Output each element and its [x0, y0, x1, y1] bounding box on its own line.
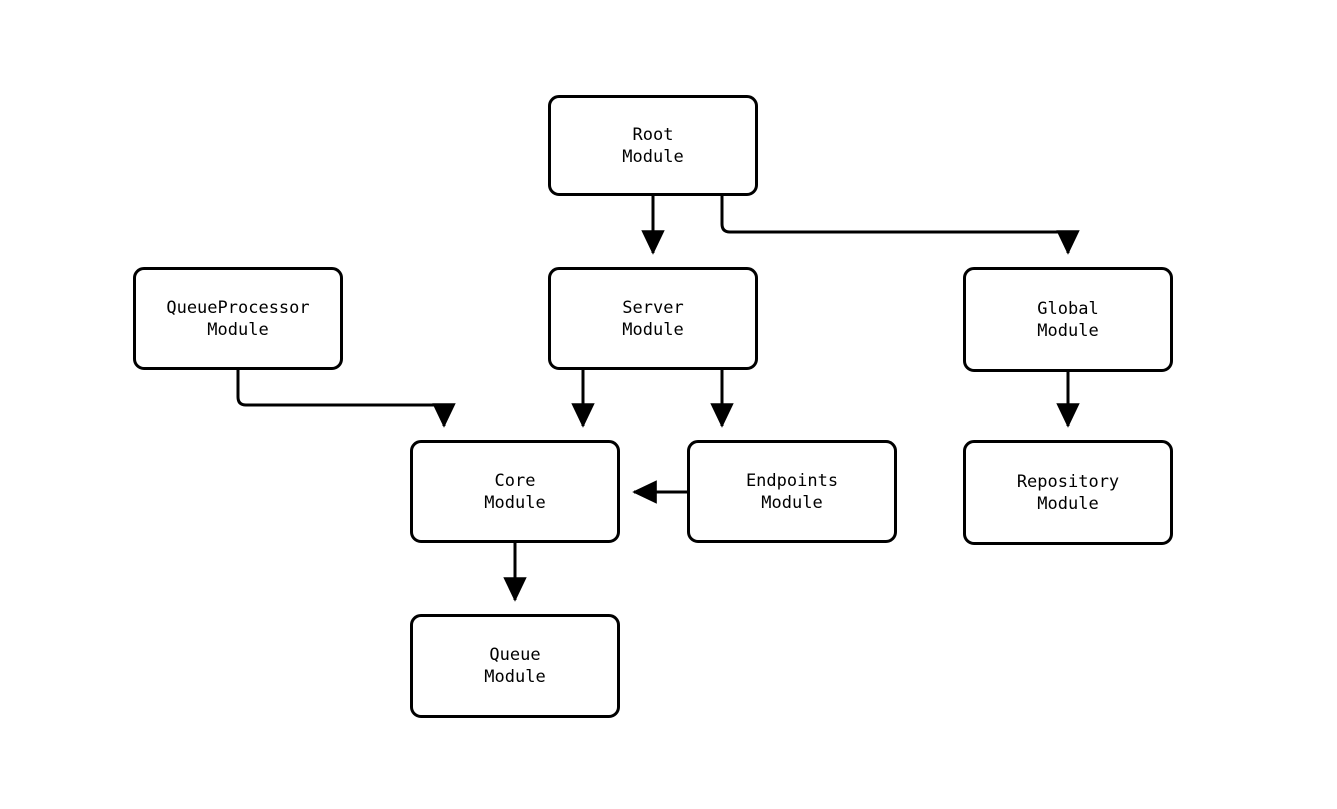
- node-endpoints-module-name: Endpoints: [745, 470, 839, 491]
- node-server-module-name: Server: [622, 297, 684, 318]
- node-global-module-name: Global: [1037, 298, 1099, 319]
- node-queue-module-name: Queue: [489, 645, 541, 665]
- node-repository-module-suffix: Module: [1037, 493, 1099, 514]
- node-global-module-suffix: Module: [1037, 320, 1099, 341]
- node-core-module[interactable]: Core Module: [410, 440, 620, 543]
- node-endpoints-module-suffix: Module: [761, 492, 823, 513]
- node-server-module-suffix: Module: [622, 319, 684, 340]
- node-root-module-suffix: Module: [622, 146, 684, 167]
- node-queue-module-suffix: Module: [484, 667, 546, 687]
- node-root-module[interactable]: Root Module: [548, 95, 758, 196]
- node-root-module-name: Root: [632, 124, 674, 145]
- edge-queueprocessor-to-core: [236, 370, 456, 428]
- node-repository-module-name: Repository: [1016, 471, 1120, 492]
- node-queueprocessor-module-suffix: Module: [207, 319, 269, 340]
- node-global-module[interactable]: Global Module: [963, 267, 1173, 372]
- node-repository-module[interactable]: Repository Module: [963, 440, 1173, 545]
- node-queueprocessor-module[interactable]: QueueProcessor Module: [133, 267, 343, 370]
- node-core-module-name: Core: [494, 470, 536, 491]
- node-server-module[interactable]: Server Module: [548, 267, 758, 370]
- edge-root-to-global: [720, 196, 1080, 255]
- node-core-module-suffix: Module: [484, 492, 546, 513]
- node-endpoints-module[interactable]: Endpoints Module: [687, 440, 897, 543]
- node-queue-module[interactable]: Queue Module: [410, 614, 620, 718]
- node-queueprocessor-module-name: QueueProcessor: [166, 297, 310, 318]
